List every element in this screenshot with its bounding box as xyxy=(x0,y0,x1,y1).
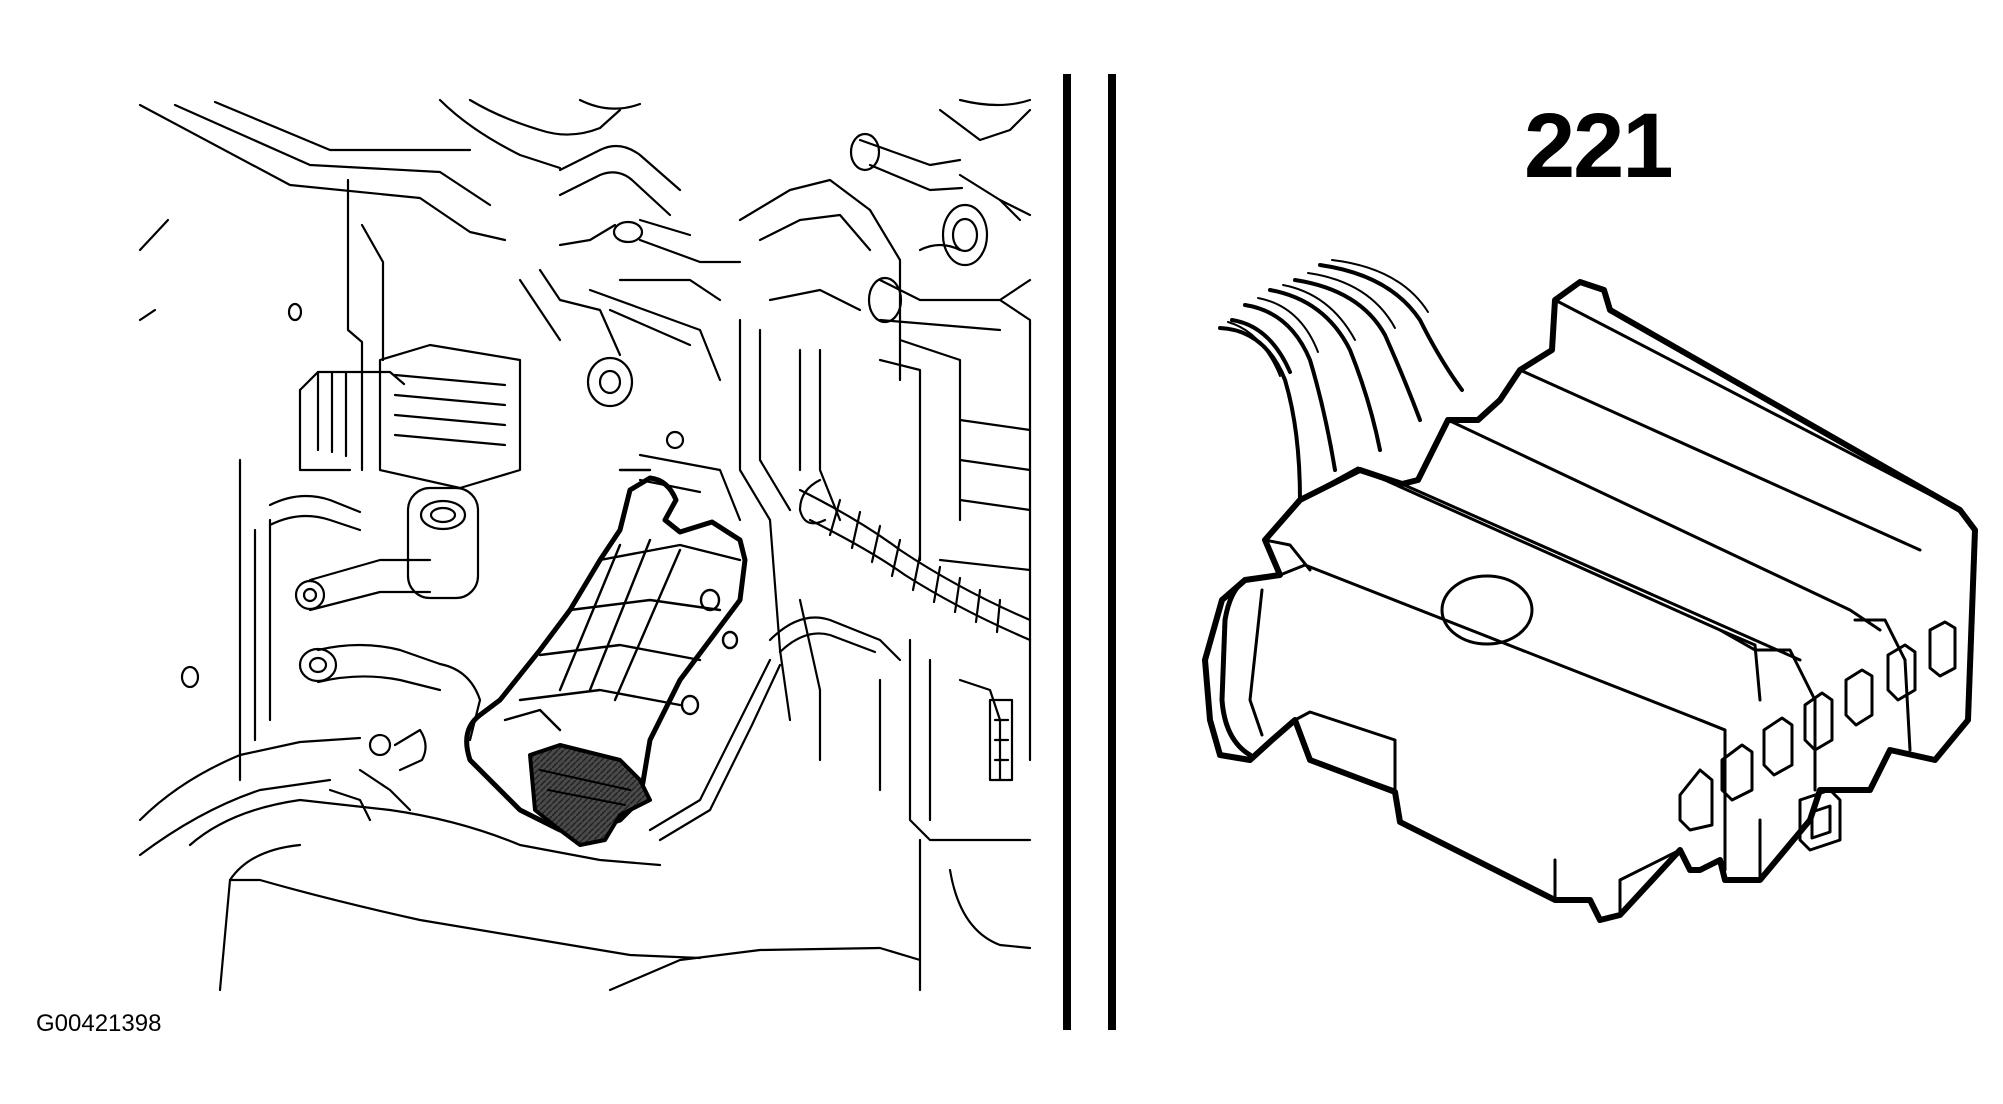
reference-number: 221 xyxy=(1524,95,1673,197)
engine-bay-illustration xyxy=(138,98,1032,992)
figure-id: G00421398 xyxy=(36,1010,162,1037)
connector-illustration xyxy=(1202,259,1978,923)
panel-divider xyxy=(1063,74,1116,1030)
actuator-highlight xyxy=(464,468,748,847)
